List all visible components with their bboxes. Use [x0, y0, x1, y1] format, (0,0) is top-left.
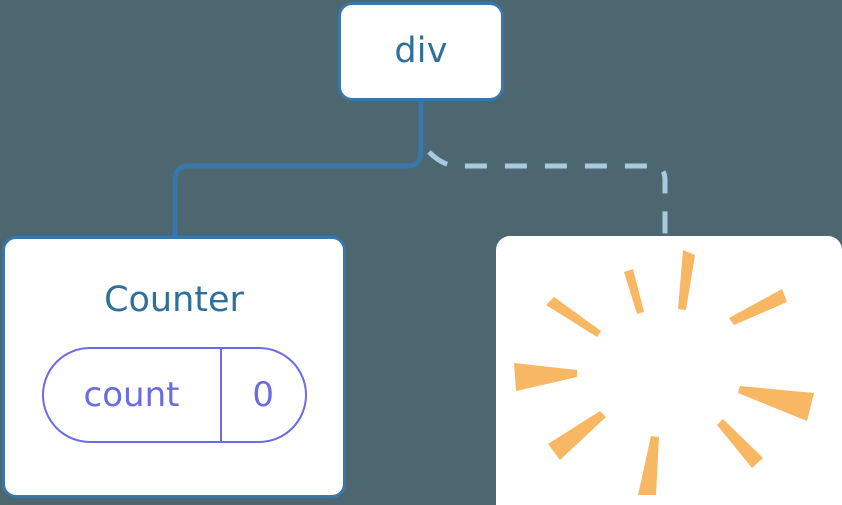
edge-root-to-counter [172, 101, 424, 238]
sparkle-rays [514, 250, 814, 495]
state-key: count [83, 375, 180, 415]
state-pill-divider [219, 349, 222, 441]
node-div-label: div [394, 31, 448, 71]
node-sparkle[interactable] [496, 236, 842, 505]
edge-root-to-sparkle [427, 150, 668, 238]
node-div[interactable]: div [338, 2, 504, 101]
state-pill-count[interactable]: count 0 [41, 347, 307, 443]
state-value: 0 [252, 375, 275, 415]
node-counter-label: Counter [104, 280, 244, 320]
node-counter[interactable]: Counter count 0 [2, 236, 346, 498]
sparkle-burst-icon [514, 250, 814, 495]
